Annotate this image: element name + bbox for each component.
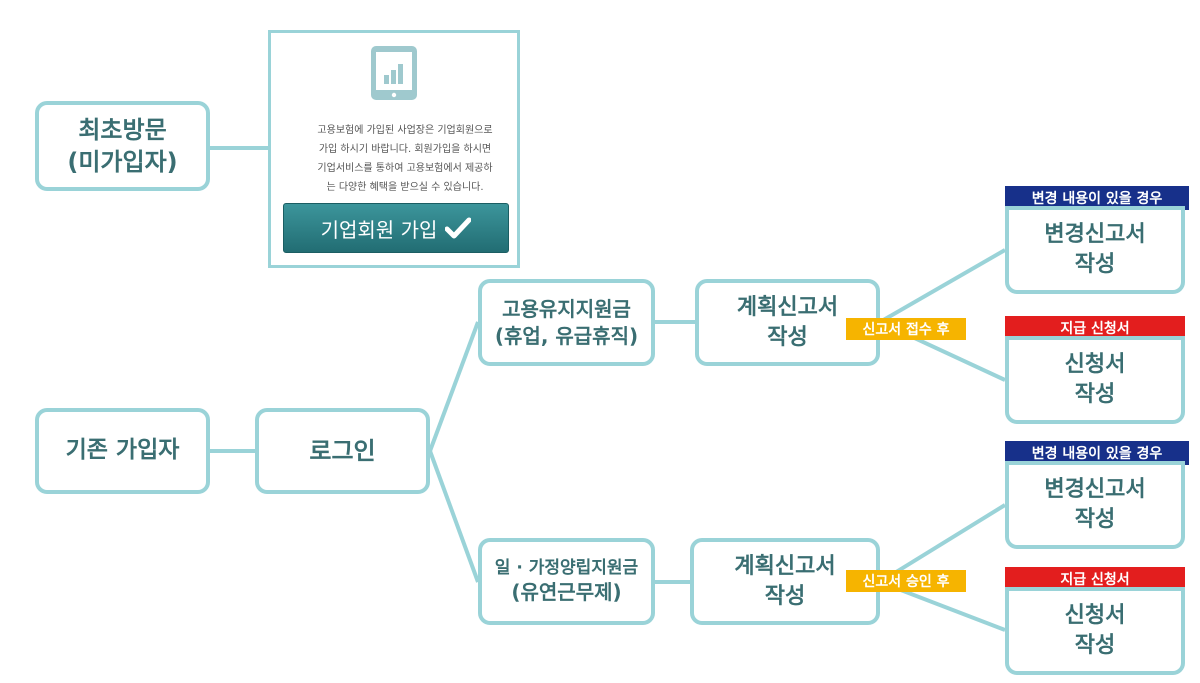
application-box: 신청서 작성	[1005, 587, 1185, 675]
description-line: 가입 하시기 바랍니다. 회원가입을 하시면	[318, 144, 492, 155]
first-visit-subtitle: (미가입자)	[67, 148, 178, 176]
membership-description: 고용보험에 가입된 사업장은 기업회원으로 가입 하시기 바랍니다. 회원가입을…	[289, 121, 521, 197]
employment-retention-subtitle: (휴업, 유급휴직)	[494, 323, 639, 348]
join-button-label: 기업회원 가입	[320, 217, 438, 242]
change-report-title: 변경신고서	[1044, 222, 1146, 248]
first-visit-box: 최초방문 (미가입자)	[35, 101, 210, 191]
application-subtitle: 작성	[1074, 633, 1116, 658]
change-report-box: 변경신고서 작성	[1005, 461, 1185, 549]
application-subtitle: 작성	[1074, 382, 1116, 407]
change-report-box: 변경신고서 작성	[1005, 206, 1185, 294]
plan-report-subtitle: 작성	[764, 583, 806, 609]
corporate-member-join-button[interactable]: 기업회원 가입	[283, 203, 509, 253]
tablet-chart-icon	[371, 46, 417, 100]
application-title: 신청서	[1064, 352, 1126, 378]
plan-report-subtitle: 작성	[767, 324, 808, 350]
application-title: 신청서	[1064, 603, 1126, 629]
change-report-subtitle: 작성	[1074, 252, 1116, 277]
connector-plan-bottom-change	[878, 503, 1007, 584]
change-report-title: 변경신고서	[1044, 477, 1146, 503]
employment-retention-title: 고용유지지원금	[502, 296, 631, 321]
application-box: 신청서 작성	[1005, 336, 1185, 424]
existing-member-label: 기존 가입자	[65, 437, 180, 464]
work-family-box: 일 · 가정양립지원금 (유연근무제)	[478, 538, 655, 625]
login-box[interactable]: 로그인	[255, 408, 430, 494]
work-family-subtitle: (유연근무제)	[511, 580, 622, 605]
work-family-title: 일 · 가정양립지원금	[494, 557, 639, 578]
login-label: 로그인	[309, 436, 376, 465]
description-line: 는 다양한 혜택을 받으실 수 있습니다.	[326, 182, 484, 193]
employment-retention-box: 고용유지지원금 (휴업, 유급휴직)	[478, 279, 655, 366]
description-line: 고용보험에 가입된 사업장은 기업회원으로	[317, 125, 493, 136]
existing-member-box: 기존 가입자	[35, 408, 210, 494]
change-report-subtitle: 작성	[1074, 507, 1116, 532]
connector-login-top	[428, 321, 480, 452]
membership-panel: 고용보험에 가입된 사업장은 기업회원으로 가입 하시기 바랍니다. 회원가입을…	[268, 30, 520, 268]
plan-report-title: 계획신고서	[736, 294, 839, 320]
plan-report-title: 계획신고서	[734, 553, 836, 579]
first-visit-title: 최초방문	[78, 115, 167, 144]
checkmark-icon	[445, 217, 472, 239]
condition-tag-approved: 신고서 승인 후	[846, 570, 966, 592]
description-line: 기업서비스를 통하여 고용보험에서 제공하	[317, 163, 493, 174]
connector-login-bottom	[428, 450, 480, 583]
condition-tag-received: 신고서 접수 후	[846, 318, 966, 340]
connector-plan-top-change	[879, 248, 1006, 324]
